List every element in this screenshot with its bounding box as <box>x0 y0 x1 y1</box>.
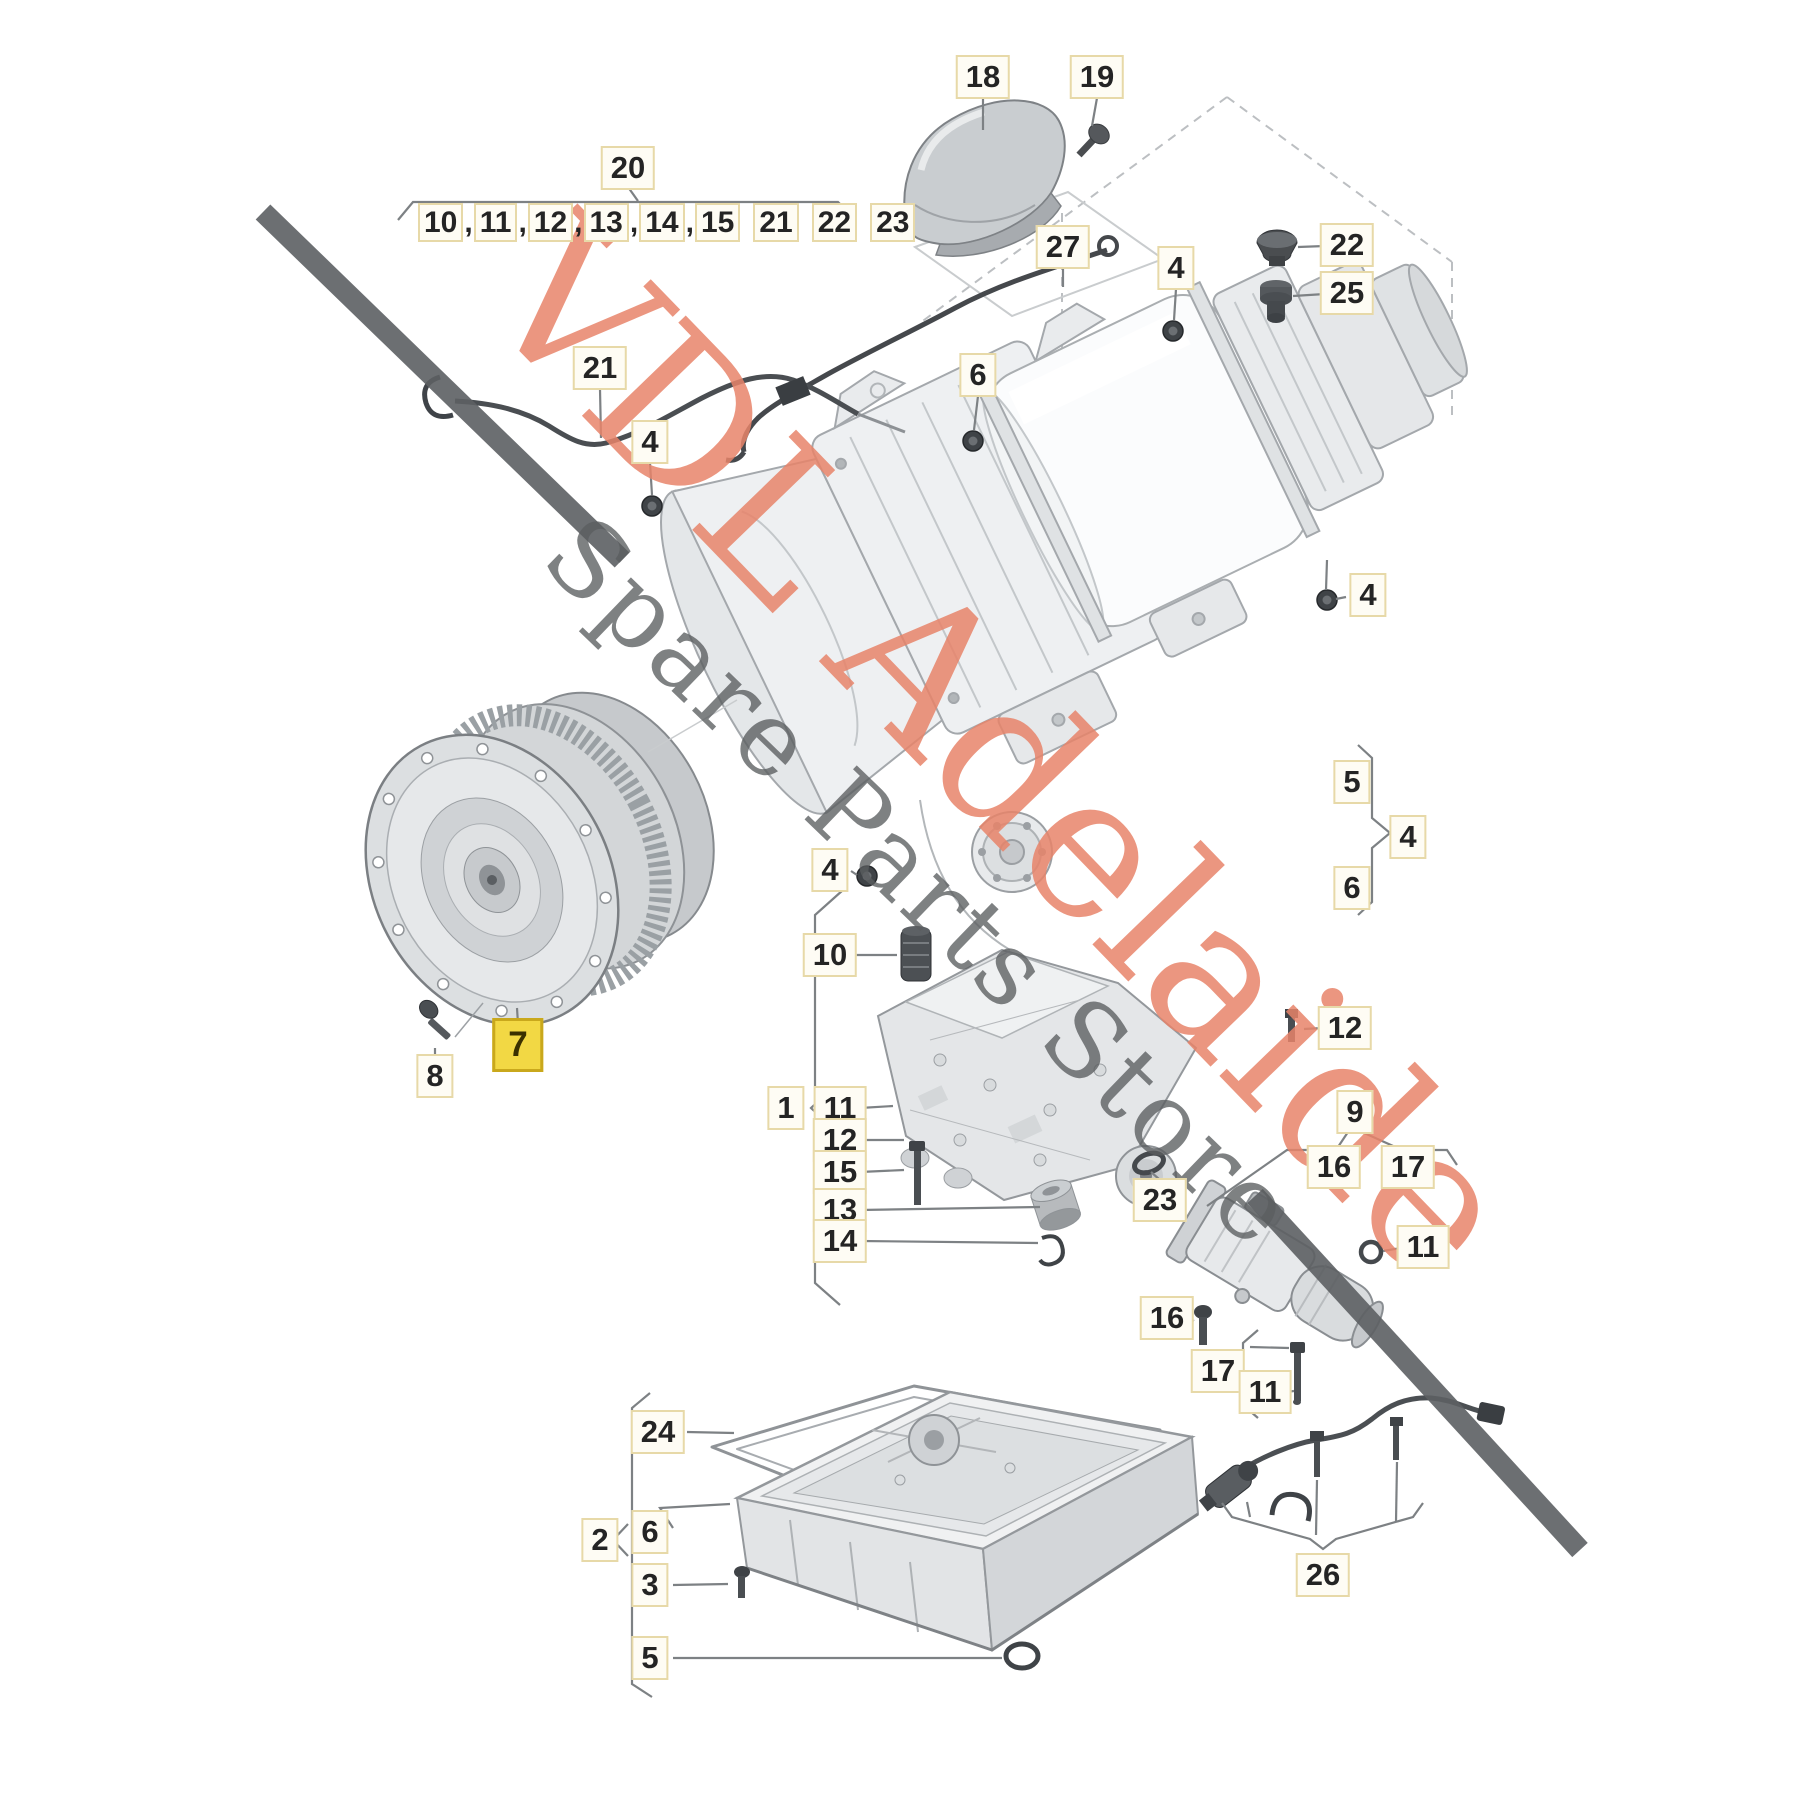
callout-16[interactable]: 16 <box>1139 1296 1195 1340</box>
callout-27[interactable]: 27 <box>1035 225 1091 269</box>
oring-11 <box>1358 1239 1384 1265</box>
bolt-19 <box>1076 123 1110 158</box>
alignment-line <box>647 699 738 753</box>
bolt-16 <box>1194 1305 1212 1345</box>
bolt-8-line <box>454 1002 484 1038</box>
transmission-body <box>660 261 1468 815</box>
callout-14[interactable]: 14 <box>812 1219 868 1263</box>
bolt-8 <box>419 999 451 1040</box>
dashed-boundary-lines <box>919 96 1453 556</box>
callout-5[interactable]: 5 <box>1333 760 1371 804</box>
callout-16[interactable]: 16 <box>1306 1145 1362 1189</box>
leader-lines <box>397 97 1458 1698</box>
callout-5[interactable]: 5 <box>631 1636 669 1680</box>
legend-number-10[interactable]: 10 <box>418 203 464 242</box>
callout-23[interactable]: 23 <box>1132 1178 1188 1222</box>
cover-part <box>903 99 1066 257</box>
legend-number-15[interactable]: 15 <box>694 203 741 242</box>
callout-7[interactable]: 7 <box>492 1018 544 1072</box>
filler-cap <box>1256 229 1298 266</box>
legend-number-11[interactable]: 11 <box>473 203 518 242</box>
callout-8[interactable]: 8 <box>416 1054 454 1098</box>
callout-4[interactable]: 4 <box>811 848 849 892</box>
callout-10[interactable]: 10 <box>802 933 858 977</box>
drain-plug-5 <box>1003 1641 1041 1671</box>
callout-1[interactable]: 1 <box>767 1086 805 1130</box>
bolt-11 <box>1290 1342 1305 1405</box>
legend-number-23[interactable]: 23 <box>870 203 916 242</box>
callout-24[interactable]: 24 <box>630 1410 686 1454</box>
housing-contour <box>919 799 1011 951</box>
callout-2[interactable]: 2 <box>581 1518 619 1562</box>
callout-11[interactable]: 11 <box>1238 1370 1292 1414</box>
bolt-15 <box>909 1141 925 1205</box>
callout-21[interactable]: 21 <box>572 346 628 390</box>
oring-23 <box>1132 1150 1166 1176</box>
callout-6[interactable]: 6 <box>631 1510 669 1554</box>
callout-6[interactable]: 6 <box>1333 866 1371 910</box>
callout-4[interactable]: 4 <box>1349 573 1387 617</box>
callout-15[interactable]: 15 <box>812 1150 868 1194</box>
callout-4[interactable]: 4 <box>1389 815 1427 859</box>
legend-number-12[interactable]: 12 <box>527 203 574 242</box>
oil-pan <box>733 1390 1200 1652</box>
callout-17[interactable]: 17 <box>1190 1349 1246 1393</box>
callout-17[interactable]: 17 <box>1380 1145 1436 1189</box>
callout-4[interactable]: 4 <box>1157 246 1195 290</box>
callout-6[interactable]: 6 <box>959 353 997 397</box>
bolt-3 <box>734 1566 750 1598</box>
callout-26[interactable]: 26 <box>1295 1553 1351 1597</box>
callout-22[interactable]: 22 <box>1319 223 1375 267</box>
legend-number-13[interactable]: 13 <box>583 203 629 242</box>
clip-14 <box>1038 1234 1065 1267</box>
legend-number-22[interactable]: 22 <box>811 203 858 242</box>
legend-number-21[interactable]: 21 <box>753 203 799 242</box>
legend-number-14[interactable]: 14 <box>639 203 685 242</box>
callout-11[interactable]: 11 <box>1396 1225 1450 1269</box>
breather-fitting <box>1260 280 1292 323</box>
callout-19[interactable]: 19 <box>1069 55 1125 99</box>
callout-25[interactable]: 25 <box>1319 271 1375 315</box>
callout-4[interactable]: 4 <box>631 420 669 464</box>
callout-18[interactable]: 18 <box>955 55 1011 99</box>
watermark-strike-lines <box>255 204 1588 1558</box>
callout-9[interactable]: 9 <box>1336 1090 1374 1134</box>
sleeve-10 <box>900 926 932 982</box>
output-flange <box>971 811 1053 893</box>
hex-nuts <box>641 320 1338 887</box>
filter-13 <box>1030 1179 1081 1231</box>
bolt-12 <box>1285 1009 1298 1042</box>
torque-converter <box>364 691 715 1027</box>
oil-pipe-27 <box>725 235 1119 463</box>
callout-12[interactable]: 12 <box>1317 1006 1373 1050</box>
callout-20[interactable]: 20 <box>600 146 656 190</box>
callout-3[interactable]: 3 <box>631 1563 669 1607</box>
